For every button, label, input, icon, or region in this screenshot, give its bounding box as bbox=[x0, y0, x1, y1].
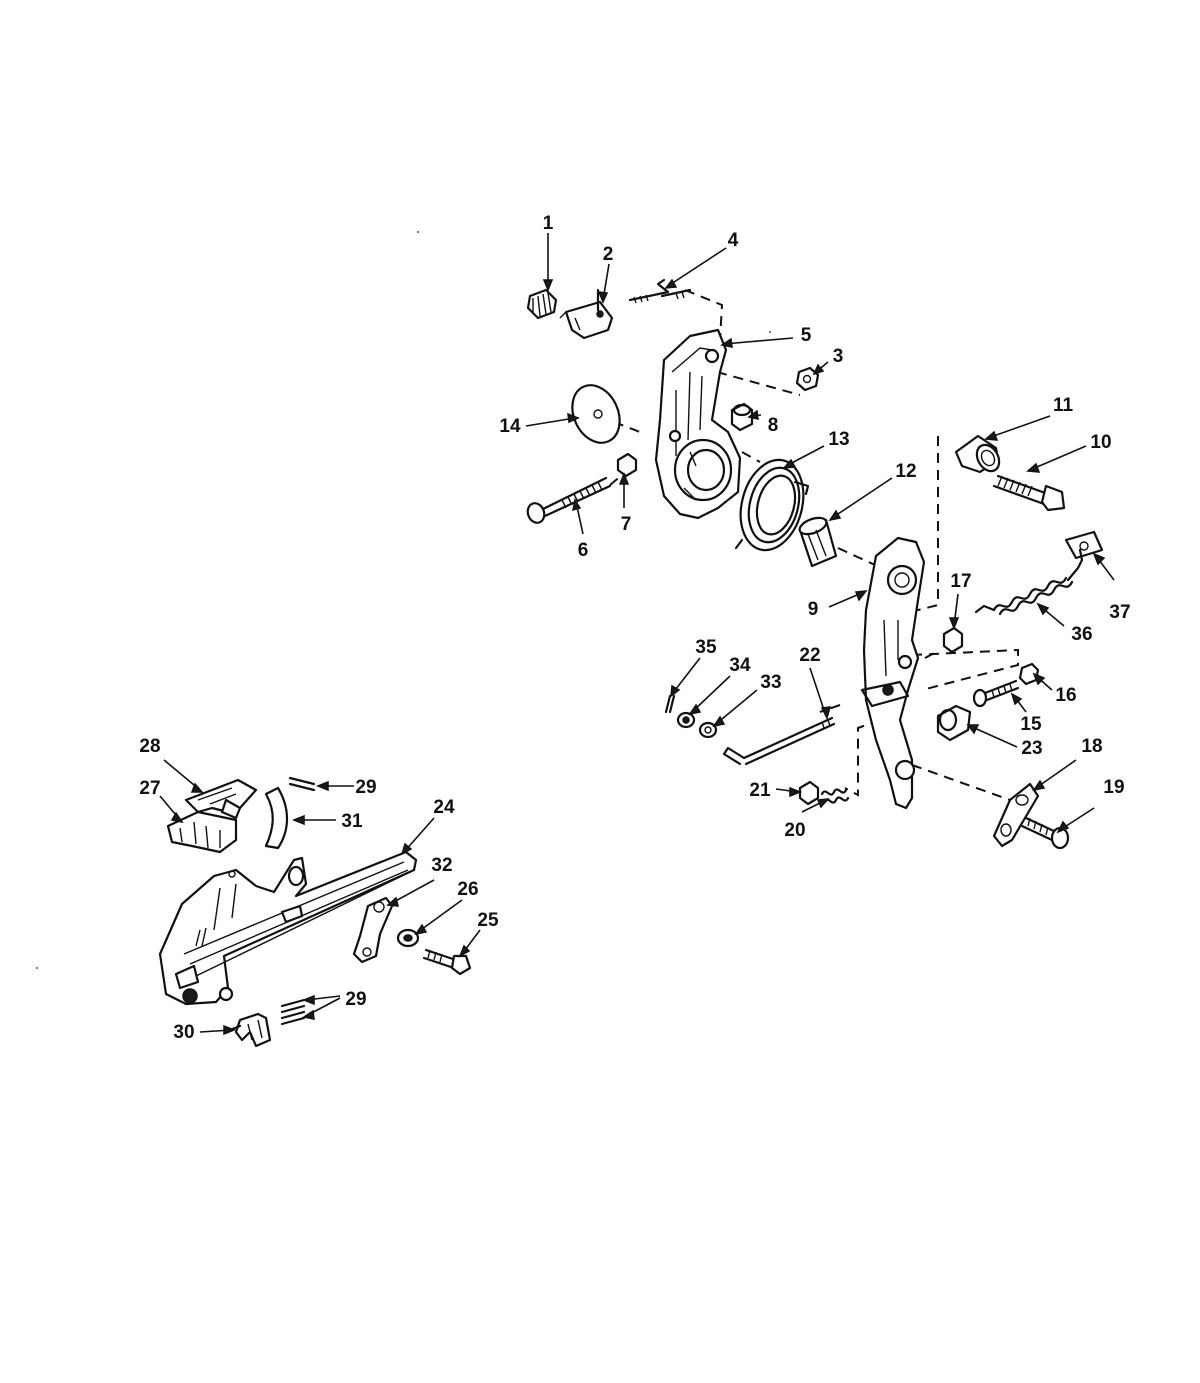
part-3-hex-nut bbox=[795, 366, 820, 392]
part-37-plate bbox=[1064, 530, 1104, 560]
callout-6: 6 bbox=[578, 540, 589, 561]
part-33-washer bbox=[698, 721, 718, 739]
part-30-clip bbox=[228, 1012, 272, 1048]
callout-37: 37 bbox=[1109, 602, 1130, 623]
part-6-screw bbox=[526, 476, 612, 524]
part-25-bolt bbox=[422, 948, 472, 976]
part-11-flanged-bushing bbox=[954, 434, 1001, 474]
callout-5: 5 bbox=[801, 325, 812, 346]
callout-20: 20 bbox=[784, 820, 805, 841]
callout-35: 35 bbox=[695, 637, 717, 658]
part-27-housing bbox=[166, 810, 238, 854]
part-13-coil-spring bbox=[734, 458, 810, 552]
callout-13: 13 bbox=[828, 429, 849, 450]
callout-18: 18 bbox=[1081, 736, 1102, 757]
part-36-tension-spring bbox=[974, 548, 1084, 616]
callout-29-bottom: 29 bbox=[345, 989, 366, 1010]
part-17-nut bbox=[942, 626, 964, 654]
callout-17: 17 bbox=[950, 571, 971, 592]
callout-28: 28 bbox=[139, 736, 160, 757]
callout-10: 10 bbox=[1090, 432, 1111, 453]
part-28-cover bbox=[184, 778, 258, 820]
callout-12: 12 bbox=[895, 461, 916, 482]
part-31-curved-guide bbox=[264, 786, 288, 850]
part-5-bracket bbox=[654, 328, 742, 520]
callout-30: 30 bbox=[173, 1022, 194, 1043]
callout-23: 23 bbox=[1021, 738, 1042, 759]
callout-31: 31 bbox=[341, 811, 363, 832]
scan-specks bbox=[36, 231, 771, 969]
part-21-nut bbox=[798, 780, 820, 806]
callout-36: 36 bbox=[1071, 624, 1092, 645]
callout-29-top: 29 bbox=[355, 777, 376, 798]
part-32-lever bbox=[352, 896, 394, 964]
callout-15: 15 bbox=[1020, 714, 1042, 735]
callout-3: 3 bbox=[833, 346, 844, 367]
part-8-spacer bbox=[730, 402, 754, 432]
callout-7: 7 bbox=[621, 514, 632, 535]
callout-labels: 1 2 3 4 5 6 7 8 9 10 11 12 13 14 15 16 1… bbox=[139, 213, 1130, 1043]
part-35-pin bbox=[664, 694, 676, 714]
part-7-nut bbox=[616, 452, 638, 478]
callout-16: 16 bbox=[1055, 685, 1076, 706]
callout-21: 21 bbox=[749, 780, 771, 801]
callout-33: 33 bbox=[760, 672, 781, 693]
part-26-washer bbox=[396, 928, 420, 948]
callout-25: 25 bbox=[477, 910, 499, 931]
part-23-collar bbox=[936, 704, 972, 742]
callout-32: 32 bbox=[431, 855, 452, 876]
callout-34: 34 bbox=[729, 655, 751, 676]
part-19-screw bbox=[1020, 816, 1070, 850]
callout-27: 27 bbox=[139, 778, 160, 799]
callout-24: 24 bbox=[433, 797, 455, 818]
callout-1: 1 bbox=[543, 213, 554, 234]
callout-19: 19 bbox=[1103, 777, 1124, 798]
part-24-slide-bracket bbox=[158, 850, 418, 1006]
part-34-washer bbox=[676, 711, 696, 729]
callout-4: 4 bbox=[728, 230, 739, 251]
callout-8: 8 bbox=[768, 415, 779, 436]
part-29-pin-top bbox=[288, 776, 316, 792]
callout-9: 9 bbox=[808, 599, 819, 620]
part-10-bolt bbox=[992, 474, 1066, 512]
part-2-stud bbox=[559, 288, 614, 340]
part-18-link bbox=[992, 782, 1040, 848]
callout-2: 2 bbox=[603, 244, 614, 265]
callout-26: 26 bbox=[457, 879, 478, 900]
callout-14: 14 bbox=[499, 416, 521, 437]
part-15-screw bbox=[972, 679, 1020, 708]
callout-11: 11 bbox=[1053, 395, 1074, 416]
part-22-rod bbox=[722, 716, 836, 766]
part-9-throttle-arm bbox=[860, 536, 926, 810]
part-29-pins-bottom bbox=[280, 998, 306, 1026]
assembly-dashed-lines bbox=[597, 289, 1019, 801]
callout-22: 22 bbox=[799, 645, 820, 666]
part-1-nut bbox=[526, 288, 558, 320]
part-4-link-rod bbox=[628, 278, 692, 304]
leader-arrowheads bbox=[170, 278, 1106, 1036]
part-14-washer bbox=[571, 384, 621, 444]
part-12-bushing bbox=[798, 516, 838, 568]
